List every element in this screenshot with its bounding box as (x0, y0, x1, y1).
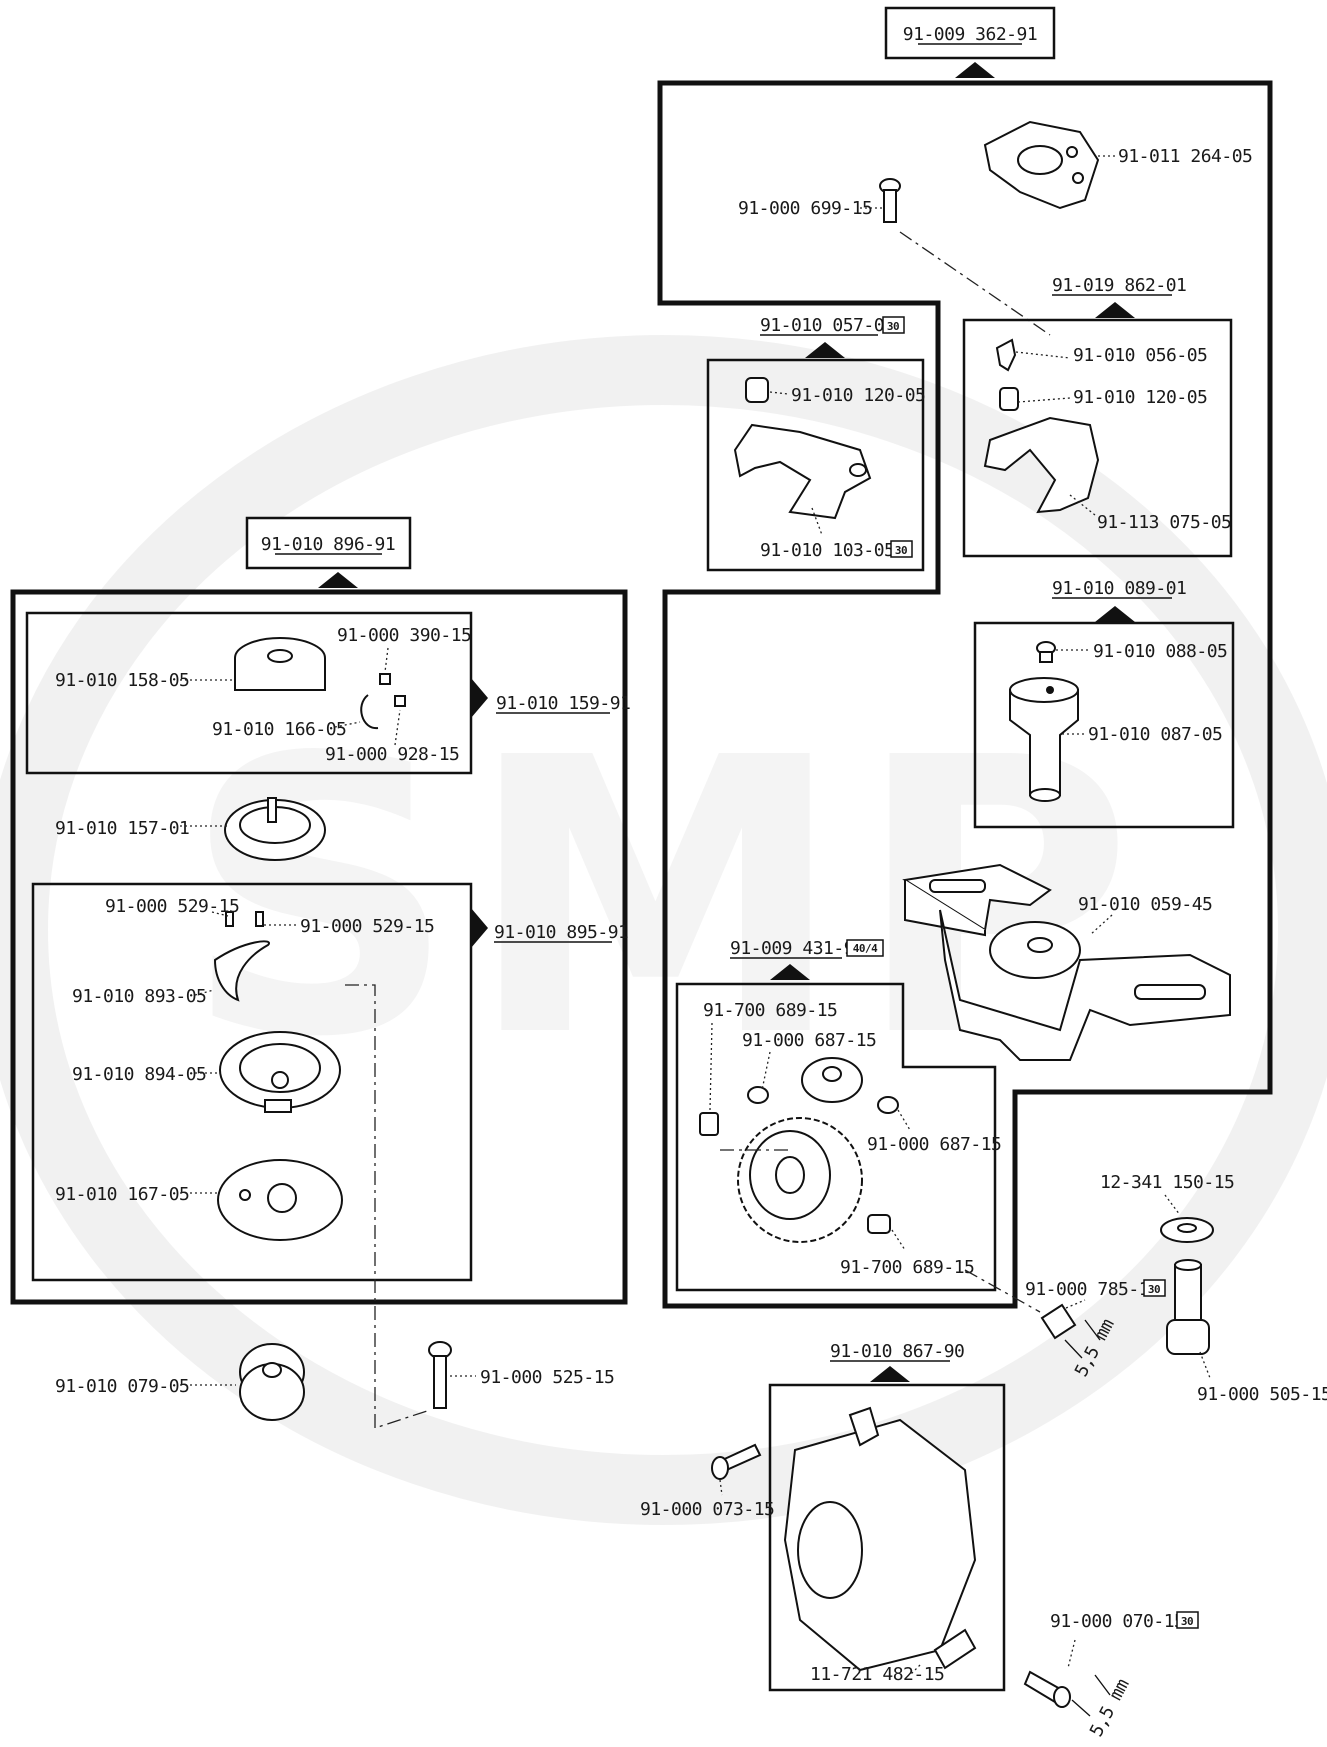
pointer-arrow (471, 908, 488, 948)
assembly-label: 91-010 089-01 (1052, 578, 1186, 599)
pointer-arrow (471, 678, 488, 718)
cap-screw-part (1166, 1259, 1210, 1355)
part-label: 91-010 056-05 (1073, 345, 1207, 366)
sub-assembly-box (31, 882, 473, 1282)
part-label: 91-000 529-15 (300, 916, 434, 937)
dimension-marker (1071, 1674, 1111, 1717)
part-label: 91-010 087-05 (1088, 724, 1222, 745)
part-label: 91-010 088-05 (1093, 641, 1227, 662)
part-label: 91-010 894-05 (72, 1064, 206, 1085)
part-label: 91-010 157-01 (55, 818, 189, 839)
assembly-label: 91-010 895-91 (494, 922, 628, 943)
part-label: 12-341 150-15 (1100, 1172, 1234, 1193)
part-label: 91-000 699-15 (738, 198, 872, 219)
part-label: 91-700 689-15 (703, 1000, 837, 1021)
set-screw-part (1040, 1303, 1077, 1340)
badge-text: 30 (887, 320, 899, 333)
part-label: 91-000 687-15 (742, 1030, 876, 1051)
sub-assembly-box (706, 358, 925, 572)
dimension-label: 5,5 mm (1086, 1676, 1134, 1741)
sub-assembly-box (675, 982, 997, 1292)
assembly-label: 91-009 431-90 (730, 938, 864, 959)
bolt-part (711, 1443, 762, 1480)
part-label: 91-010 103-05 (760, 540, 894, 561)
bobbin-case-base-part (224, 797, 326, 861)
part-label: 91-000 525-15 (480, 1367, 614, 1388)
part-label: 91-000 687-15 (867, 1134, 1001, 1155)
assembly-label: 91-019 862-01 (1052, 275, 1186, 296)
part-label: 91-000 505-15 (1197, 1384, 1327, 1405)
sub-assembly-box (768, 1383, 1006, 1692)
assembly-label: 91-010 867-90 (830, 1341, 964, 1362)
badge-text: 40/4 (853, 942, 878, 955)
assembly-header-box (245, 516, 412, 570)
part-label: 91-113 075-05 (1097, 512, 1231, 533)
part-label: 11-721 482-15 (810, 1664, 944, 1685)
sub-assembly-box (962, 318, 1233, 558)
pointer-arrow (805, 342, 845, 358)
badge (1176, 1611, 1199, 1629)
screw-part (879, 178, 901, 223)
bobbin-part (239, 1343, 305, 1421)
assembly-label: 91-010 896-91 (261, 534, 395, 555)
part-label: 91-000 073-15 (640, 1499, 774, 1520)
pointer-arrow (1095, 302, 1135, 318)
badge (846, 939, 884, 957)
badge-text: 30 (1148, 1283, 1160, 1296)
pointer-arrow (1095, 606, 1135, 622)
pointer-arrow (870, 1366, 910, 1382)
long-screw-part (428, 1341, 452, 1409)
part-label: 91-000 928-15 (325, 744, 459, 765)
part-label: 91-010 166-05 (212, 719, 346, 740)
pointer-arrow (318, 572, 358, 588)
sub-assembly-box (973, 621, 1235, 829)
assembly-frame-upper-right (657, 80, 1273, 1309)
sprocket-part (699, 1057, 899, 1243)
badge-text: 30 (1181, 1615, 1193, 1628)
part-label: 91-010 120-05 (791, 385, 925, 406)
part-label: 91-010 120-05 (1073, 387, 1207, 408)
assembly-label: 91-010 159-91 (496, 693, 630, 714)
plate-part (983, 120, 1100, 210)
part-label: 91-010 059-45 (1078, 894, 1212, 915)
part-label: 91-000 785-15 (1025, 1279, 1159, 1300)
assembly-label: 91-010 057-01 (760, 315, 894, 336)
dimension-marker (1064, 1319, 1101, 1359)
assembly-label: 91-009 362-91 (903, 24, 1037, 45)
part-label: 91-700 689-15 (840, 1257, 974, 1278)
badge-text: 30 (895, 544, 907, 557)
shaft-part (1009, 641, 1079, 802)
pin-part (983, 338, 1100, 514)
screw-part (1023, 1670, 1071, 1708)
washer-part (1160, 1217, 1214, 1243)
badge (882, 316, 905, 334)
pointer-arrow (770, 964, 810, 980)
base-part (902, 863, 1231, 1061)
part-label: 91-011 264-05 (1118, 146, 1252, 167)
hook-part (213, 911, 343, 1241)
part-label: 91-010 158-05 (55, 670, 189, 691)
part-label: 91-010 167-05 (55, 1184, 189, 1205)
badge (890, 540, 913, 558)
bobbin-case-part (234, 637, 406, 730)
badge (1143, 1279, 1166, 1297)
part-label: 91-010 893-05 (72, 986, 206, 1007)
part-label: 91-000 529-15 (105, 896, 239, 917)
assembly-frame-left (10, 589, 628, 1305)
yoke-part (733, 377, 872, 520)
part-label: 91-000 390-15 (337, 625, 471, 646)
part-label: 91-010 079-05 (55, 1376, 189, 1397)
pointer-arrow (955, 62, 995, 78)
housing-part (783, 1406, 977, 1672)
assembly-header-box (884, 6, 1056, 60)
part-label: 91-000 070-15 (1050, 1611, 1184, 1632)
